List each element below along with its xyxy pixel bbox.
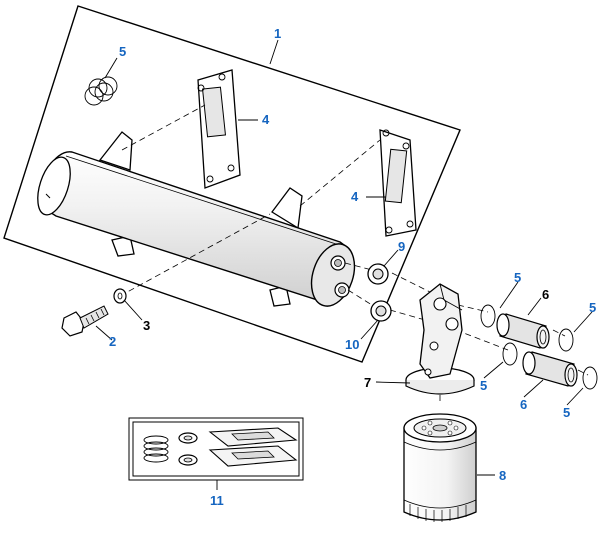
bolt bbox=[61, 305, 109, 337]
gasket-middle bbox=[379, 129, 417, 237]
o-ring-right-lower-right bbox=[582, 366, 598, 390]
o-ring-right-upper-left bbox=[480, 304, 496, 328]
o-ring-right-lower-left bbox=[502, 342, 518, 366]
callout-8: 8 bbox=[499, 468, 506, 483]
kit-o-ring-stack bbox=[143, 435, 169, 463]
connector-tube-upper bbox=[496, 313, 550, 349]
seal-ring-10 bbox=[370, 300, 392, 322]
leader-lines bbox=[95, 39, 593, 490]
callout-11: 11 bbox=[210, 493, 224, 508]
o-ring-stack bbox=[84, 76, 118, 106]
callout-5-top: 5 bbox=[119, 44, 126, 59]
callout-4-top: 4 bbox=[262, 112, 270, 127]
kit-seal-rings bbox=[178, 432, 198, 466]
alignment-lines bbox=[119, 104, 589, 405]
callout-2: 2 bbox=[109, 334, 116, 349]
callout-6-top: 6 bbox=[542, 287, 549, 302]
connector-tube-lower bbox=[522, 351, 578, 387]
callouts: 1 5 4 4 9 10 2 3 7 8 11 5 6 5 5 6 5 bbox=[109, 26, 596, 508]
o-ring-right-upper-right bbox=[558, 328, 574, 352]
kit-gaskets bbox=[208, 427, 298, 467]
washer bbox=[113, 288, 127, 304]
callout-5-b: 5 bbox=[589, 300, 596, 315]
filter-head bbox=[405, 283, 475, 395]
callout-7: 7 bbox=[364, 375, 371, 390]
cooler-kit-frame bbox=[3, 5, 461, 363]
oil-filter bbox=[403, 413, 477, 522]
callout-4-mid: 4 bbox=[351, 189, 359, 204]
callout-5-d: 5 bbox=[563, 405, 570, 420]
callout-9: 9 bbox=[398, 239, 405, 254]
callout-10: 10 bbox=[345, 337, 359, 352]
service-kit-box bbox=[128, 417, 304, 481]
callout-3: 3 bbox=[143, 318, 150, 333]
seal-ring-9 bbox=[367, 263, 389, 285]
callout-5-a: 5 bbox=[514, 270, 521, 285]
callout-1: 1 bbox=[274, 26, 281, 41]
callout-5-c: 5 bbox=[480, 378, 487, 393]
callout-6-bottom: 6 bbox=[520, 397, 527, 412]
oil-cooler-body bbox=[37, 131, 356, 307]
gasket-top bbox=[197, 69, 241, 189]
